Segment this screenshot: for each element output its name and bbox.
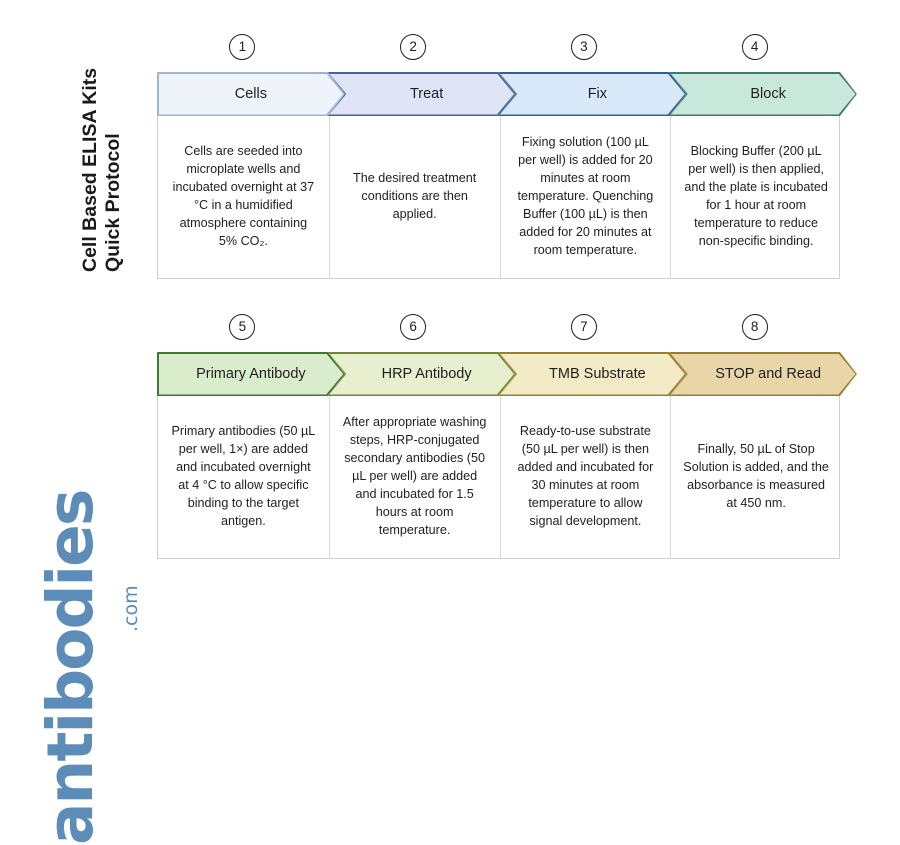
step-chevron-band-1: Cells Treat Fix Block xyxy=(157,72,857,116)
document-title: Cell Based ELISA Kits Quick Protocol xyxy=(0,0,150,290)
step-description-cell-8: Finally, 50 µL of Stop Solution is added… xyxy=(670,396,841,558)
step-number-7: 7 xyxy=(570,314,597,340)
step-chevron-7[interactable]: TMB Substrate xyxy=(498,352,687,396)
step-chevron-6[interactable]: HRP Antibody xyxy=(327,352,516,396)
logo-tld: .com xyxy=(120,585,142,632)
step-chevron-5[interactable]: Primary Antibody xyxy=(157,352,345,396)
step-description-text-3: Fixing solution (100 µL per well) is add… xyxy=(517,135,654,257)
step-number-group-2: 5 6 7 8 xyxy=(157,314,840,348)
step-label-6: HRP Antibody xyxy=(381,366,472,382)
step-description-cell-1: Cells are seeded into microplate wells a… xyxy=(158,116,329,278)
step-label-3: Fix xyxy=(587,86,608,102)
protocol-row-1: 1 2 3 4 Cells Treat Fix Block Cells are seeded… xyxy=(157,34,857,279)
step-description-cell-2: The desired treatment conditions are the… xyxy=(328,116,500,278)
step-description-text-8: Finally, 50 µL of Stop Solution is added… xyxy=(683,442,829,510)
step-chevron-band-2: Primary Antibody HRP Antibody TMB Substrat… xyxy=(157,352,857,396)
step-chevron-1[interactable]: Cells xyxy=(157,72,345,116)
step-chevron-3[interactable]: Fix xyxy=(498,72,687,116)
step-description-cell-5: Primary antibodies (50 µL per well, 1×) … xyxy=(158,396,329,558)
step-description-table-1: Cells are seeded into microplate wells a… xyxy=(157,116,840,279)
step-description-text-2: The desired treatment conditions are the… xyxy=(353,171,477,221)
step-description-text-7: Ready-to-use substrate (50 µL per well) … xyxy=(517,424,654,528)
step-description-text-4: Blocking Buffer (200 µL per well) is the… xyxy=(684,144,828,248)
step-description-text-6: After appropriate washing steps, HRP-con… xyxy=(342,415,487,537)
step-description-table-2: Primary antibodies (50 µL per well, 1×) … xyxy=(157,396,840,559)
step-label-4: Block xyxy=(750,86,786,102)
page-title-line-2: Quick Protocol xyxy=(102,133,124,272)
step-label-7: TMB Substrate xyxy=(549,366,646,382)
step-number-6: 6 xyxy=(400,314,427,340)
logo-wordmark: antibodies xyxy=(34,490,107,845)
step-number-3: 3 xyxy=(570,34,597,60)
step-description-cell-4: Blocking Buffer (200 µL per well) is the… xyxy=(670,116,841,278)
step-number-1: 1 xyxy=(229,34,256,60)
step-label-2: Treat xyxy=(409,86,444,102)
page-title-line-1: Cell Based ELISA Kits xyxy=(79,67,101,272)
step-description-text-5: Primary antibodies (50 µL per well, 1×) … xyxy=(171,424,316,528)
step-description-cell-3: Fixing solution (100 µL per well) is add… xyxy=(499,116,671,278)
brand-logo: antibodies .com xyxy=(0,280,150,845)
step-description-cell-7: Ready-to-use substrate (50 µL per well) … xyxy=(499,396,671,558)
step-label-1: Cells xyxy=(234,86,267,102)
step-number-8: 8 xyxy=(741,314,768,340)
step-number-4: 4 xyxy=(741,34,768,60)
step-chevron-8[interactable]: STOP and Read xyxy=(669,352,857,396)
step-description-cell-6: After appropriate washing steps, HRP-con… xyxy=(328,396,500,558)
step-label-8: STOP and Read xyxy=(715,366,822,382)
step-chevron-2[interactable]: Treat xyxy=(327,72,516,116)
step-label-5: Primary Antibody xyxy=(196,366,306,382)
protocol-row-2: 5 6 7 8 Primary Antibody HRP Antibody TMB Sub… xyxy=(157,314,857,559)
step-number-group-1: 1 2 3 4 xyxy=(157,34,840,68)
step-number-5: 5 xyxy=(229,314,256,340)
step-description-text-1: Cells are seeded into microplate wells a… xyxy=(172,144,315,248)
step-number-2: 2 xyxy=(400,34,427,60)
step-chevron-4[interactable]: Block xyxy=(669,72,857,116)
